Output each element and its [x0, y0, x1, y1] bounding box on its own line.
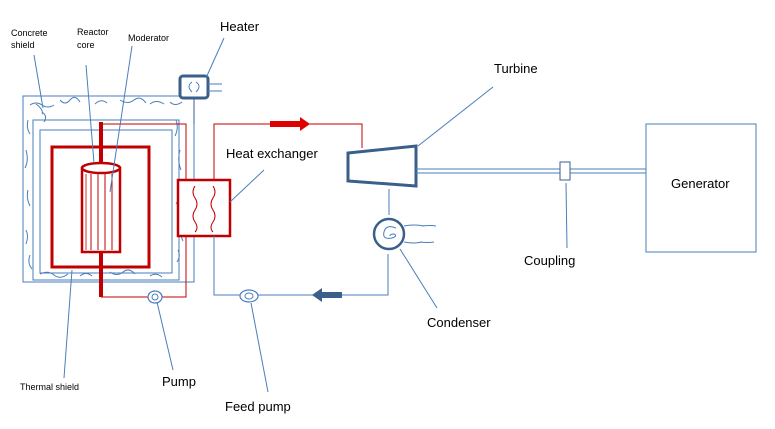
turbine: [346, 144, 418, 188]
heat-exchanger: [176, 178, 232, 238]
turbine-label: Turbine: [494, 61, 538, 76]
moderator-label: Moderator: [128, 33, 169, 43]
reactor-core: [80, 161, 122, 254]
reactor-core-label-line1: Reactor: [77, 27, 109, 37]
condenser-label: Condenser: [427, 315, 491, 330]
feed-pump-icon: [239, 289, 259, 303]
heat-exchanger-label: Heat exchanger: [226, 146, 318, 161]
coupling-icon: [559, 161, 571, 181]
shaft: [416, 168, 646, 174]
thermal-shield-label: Thermal shield: [20, 382, 79, 392]
reactor-core-label-line2: core: [77, 40, 95, 50]
pump-icon: [147, 290, 163, 304]
flow-arrow-hot: [270, 117, 310, 131]
feed-pump-label: Feed pump: [225, 399, 291, 414]
primary-loop: [99, 122, 187, 298]
concrete-shield-label-line2: shield: [11, 40, 35, 50]
coupling-label: Coupling: [524, 253, 575, 268]
condenser-icon: [372, 217, 437, 251]
generator-box: [645, 123, 757, 253]
pump-label: Pump: [162, 374, 196, 389]
heater-label: Heater: [220, 19, 260, 34]
leader-lines: [33, 37, 568, 393]
concrete-shield-label-line1: Concrete: [11, 28, 48, 38]
thermal-shield: [32, 119, 180, 281]
flow-arrow-return: [312, 288, 342, 302]
generator-label: Generator: [671, 176, 730, 191]
heater-icon: [178, 74, 222, 124]
